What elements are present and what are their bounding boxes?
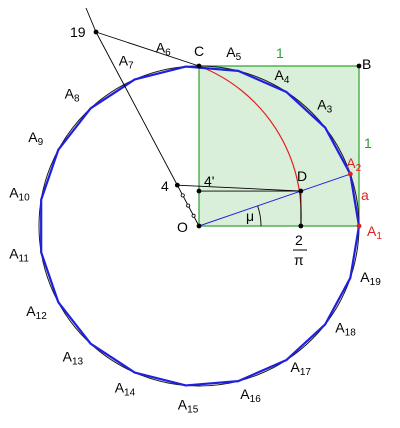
vertex-subscript: 16: [250, 394, 262, 405]
vertex-label-a3: A3: [317, 97, 332, 116]
vertex-subscript: 10: [19, 193, 31, 204]
vertex-label-a17: A17: [291, 359, 312, 378]
vertex-letter: A: [9, 185, 19, 201]
label-4: 4: [161, 178, 169, 194]
nineteen-gon: [40, 65, 361, 387]
vertex-letter: A: [119, 53, 129, 69]
vertex-letter: A: [9, 245, 19, 261]
label-a: a: [361, 187, 369, 203]
vertex-subscript: 8: [74, 93, 80, 104]
point-a1: [356, 223, 362, 229]
division-tick: [186, 203, 191, 208]
vertex-subscript: 19: [370, 277, 382, 288]
division-tick: [191, 213, 196, 218]
vertex-letter: A: [360, 269, 370, 285]
label-4-prime: 4': [204, 173, 214, 189]
vertex-labels: A1A2A3A4A5A6A7A8A9A10A11A12A13A14A15A16A…: [9, 40, 382, 416]
quarter-arc: [198, 65, 302, 227]
vertex-letter: A: [226, 44, 236, 60]
vertex-letter: A: [63, 349, 73, 365]
vertex-letter: A: [346, 155, 356, 171]
vertex-subscript: 17: [300, 367, 312, 378]
vertex-label-a12: A12: [26, 303, 47, 322]
vertex-letter: A: [291, 359, 301, 375]
point-two-over-pi: [298, 223, 304, 229]
vertex-label-a11: A11: [9, 245, 29, 264]
vertex-subscript: 4: [284, 75, 290, 86]
vertex-subscript: 18: [345, 327, 357, 338]
point-4-prime: [196, 188, 202, 194]
division-tick: [180, 193, 185, 198]
vertex-label-a10: A10: [9, 185, 30, 204]
vertex-letter: A: [275, 67, 285, 83]
vertex-label-a9: A9: [28, 129, 43, 148]
vertex-letter: A: [26, 303, 36, 319]
label-b: B: [362, 56, 371, 72]
point-markers: [93, 29, 362, 229]
vertex-label-a7: A7: [119, 53, 134, 72]
point-o: [196, 223, 202, 229]
vertex-subscript: 5: [236, 52, 242, 63]
vertex-label-a4: A4: [275, 67, 290, 86]
point-4: [174, 182, 180, 188]
line-19-extension: [85, 7, 97, 33]
vertex-subscript: 3: [327, 105, 333, 116]
vertex-label-a1: A1: [367, 223, 382, 242]
point-b: [356, 63, 362, 69]
vertex-letter: A: [178, 397, 188, 413]
point-c: [196, 63, 202, 69]
label-c: C: [194, 43, 204, 59]
unit-square: [198, 65, 360, 227]
vertex-letter: A: [317, 97, 327, 113]
vertex-subscript: 9: [38, 137, 44, 148]
label-side-top: 1: [276, 45, 284, 61]
vertex-subscript: 6: [165, 48, 171, 59]
vertex-label-a5: A5: [226, 44, 241, 63]
vertex-label-a15: A15: [178, 397, 199, 416]
label-d: D: [297, 168, 307, 184]
vertex-label-a18: A18: [335, 319, 356, 338]
vertex-subscript: 13: [72, 357, 84, 368]
label-mu: μ: [246, 208, 254, 224]
angle-mu-arc: [257, 205, 262, 227]
label-o: O: [177, 219, 188, 235]
vertex-letter: A: [28, 129, 38, 145]
vertex-subscript: 11: [19, 253, 30, 264]
vertex-letter: A: [240, 386, 250, 402]
point-d: [298, 188, 304, 194]
vertex-letter: A: [335, 319, 345, 335]
vertex-subscript: 1: [376, 231, 382, 242]
vertex-subscript: 15: [187, 405, 199, 416]
label-side-right: 1: [364, 135, 372, 151]
vertex-letter: A: [367, 223, 377, 239]
vertex-label-a2: A2: [346, 155, 361, 174]
vertex-subscript: 14: [124, 388, 136, 399]
vertex-letter: A: [65, 85, 75, 101]
vertex-letter: A: [156, 40, 166, 56]
line-4-to-d: [177, 184, 301, 192]
ray-o-a2: [198, 173, 351, 227]
point-19: [93, 29, 99, 35]
vertex-label-a6: A6: [156, 40, 171, 59]
line-19-to-c: [95, 31, 200, 67]
vertex-label-a13: A13: [63, 349, 84, 368]
label-19: 19: [70, 24, 86, 40]
label-two-over-pi-denominator: π: [294, 252, 304, 268]
vertex-letter: A: [115, 380, 125, 396]
vertex-subscript: 7: [128, 61, 134, 72]
vertex-subscript: 2: [356, 163, 362, 174]
vertex-label-a16: A16: [240, 386, 261, 405]
vertex-label-a8: A8: [65, 85, 80, 104]
vertex-label-a19: A19: [360, 269, 381, 288]
point-a2: [347, 171, 353, 177]
label-two-over-pi-numerator: 2: [295, 232, 303, 248]
vertex-label-a14: A14: [115, 380, 136, 399]
vertex-subscript: 12: [36, 311, 48, 322]
